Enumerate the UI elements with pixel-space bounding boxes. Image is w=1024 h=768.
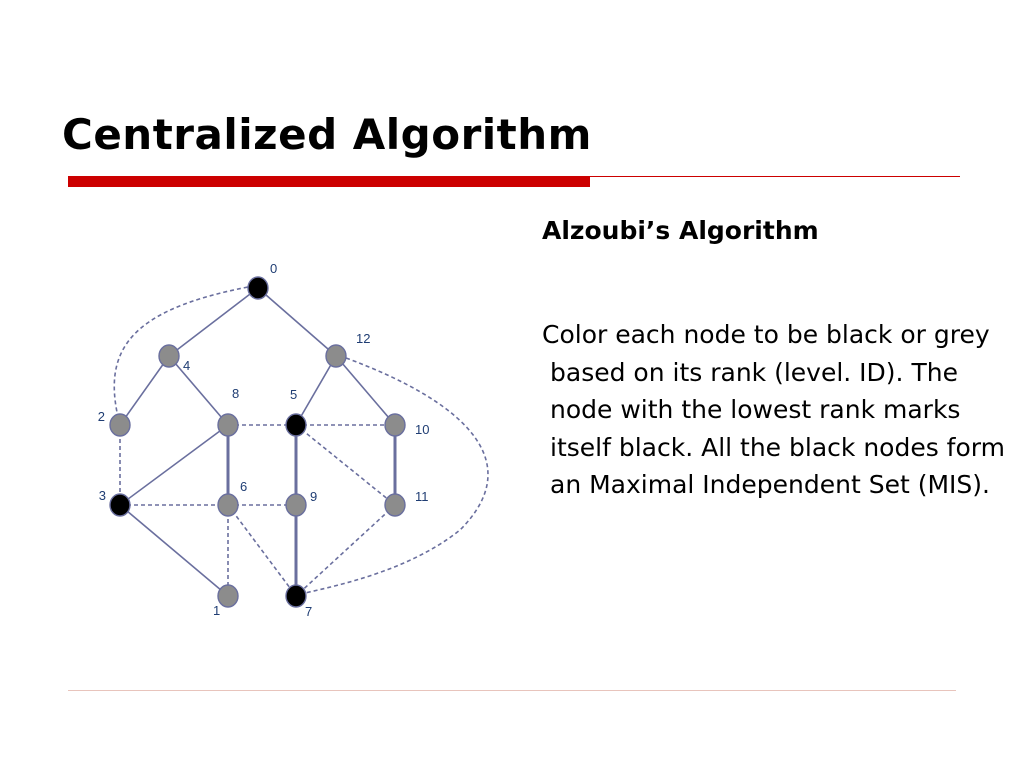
edge-11-7: [295, 504, 396, 597]
node-label-10: 10: [415, 422, 429, 437]
node-11: [384, 493, 406, 517]
algorithm-subheading: Alzoubi’s Algorithm: [542, 216, 819, 245]
node-9: [285, 493, 307, 517]
node-label-12: 12: [356, 331, 370, 346]
edge-2-0: [113, 286, 249, 426]
node-label-3: 3: [99, 488, 106, 503]
title-underline: [590, 176, 960, 177]
slide-title: Centralized Algorithm: [62, 110, 592, 159]
node-6: [217, 493, 239, 517]
algorithm-description: Color each node to be black or grey base…: [542, 320, 1005, 499]
edge-4-8: [168, 355, 229, 426]
node-0: [247, 276, 269, 300]
node-5: [285, 413, 307, 437]
edge-12-7: [304, 357, 489, 594]
edge-3-1: [119, 504, 229, 597]
node-label-4: 4: [183, 358, 190, 373]
node-4: [158, 344, 180, 368]
node-label-1: 1: [213, 603, 220, 618]
edge-6-7: [227, 504, 297, 597]
edge-12-10: [335, 355, 396, 426]
edge-5-11: [295, 424, 396, 506]
node-10: [384, 413, 406, 437]
node-label-9: 9: [310, 489, 317, 504]
node-7: [285, 584, 307, 608]
edge-0-12: [257, 287, 337, 357]
node-8: [217, 413, 239, 437]
node-label-8: 8: [232, 386, 239, 401]
node-label-11: 11: [415, 489, 429, 504]
footer-rule: [68, 690, 956, 691]
node-label-5: 5: [290, 387, 297, 402]
edge-8-3: [119, 424, 229, 506]
graph-edges: [113, 286, 489, 597]
node-label-7: 7: [305, 604, 312, 619]
title-accent-bar: [68, 176, 590, 187]
node-label-2: 2: [98, 409, 105, 424]
edge-4-2: [119, 355, 170, 426]
node-3: [109, 493, 131, 517]
node-label-0: 0: [270, 261, 277, 276]
node-1: [217, 584, 239, 608]
edge-12-5: [295, 355, 337, 426]
node-label-6: 6: [240, 479, 247, 494]
graph-nodes: [109, 276, 406, 608]
node-12: [325, 344, 347, 368]
node-2: [109, 413, 131, 437]
edge-0-4: [168, 287, 259, 357]
